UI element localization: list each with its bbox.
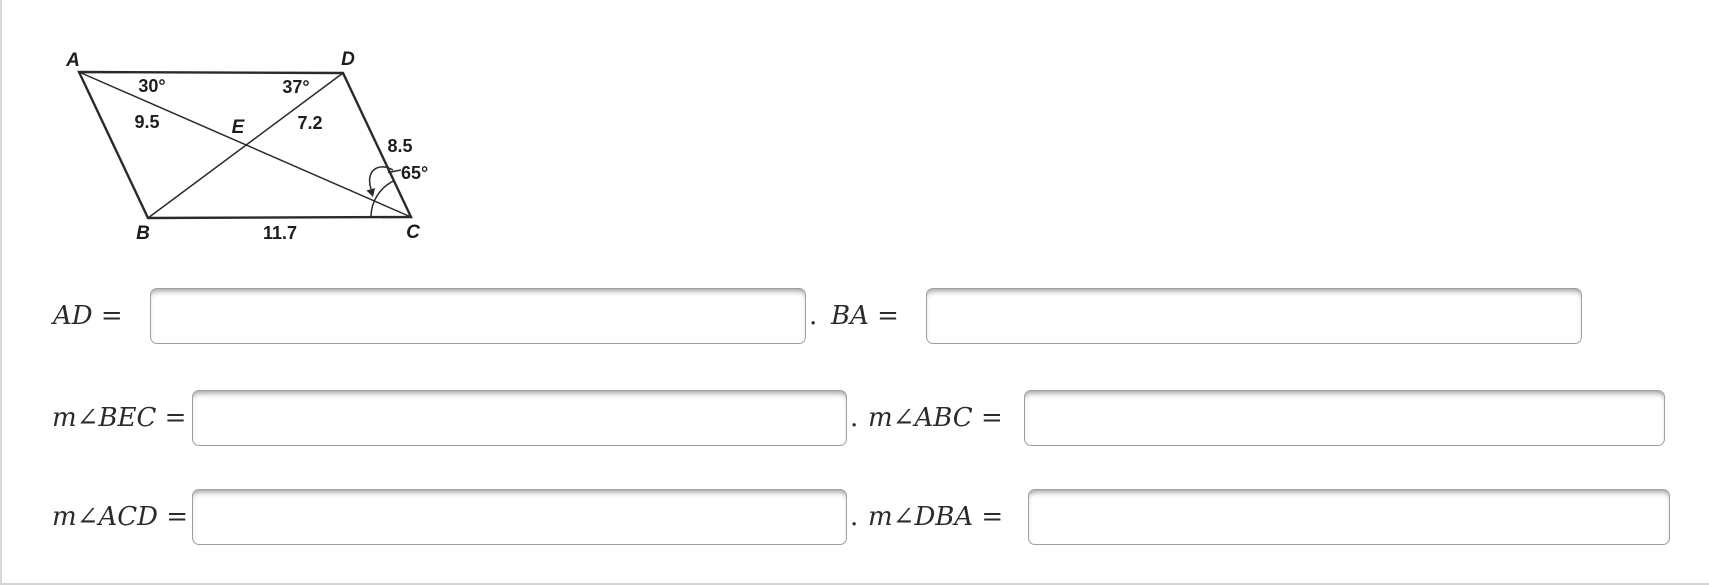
vertex-label-c: C	[406, 222, 420, 243]
separator-period-3: .	[850, 502, 859, 532]
length-label-7-2: 7.2	[297, 113, 322, 133]
length-label-11-7: 11.7	[263, 223, 297, 243]
parallelogram-diagram: A D B C E 30° 37° 9.5 7.2 8.5 65° 11.7	[65, 49, 428, 244]
intersection-label-e: E	[232, 117, 246, 138]
answer-label-ad: AD =	[53, 301, 123, 331]
answer-input-ad[interactable]	[150, 288, 806, 344]
angle-arc-at-c	[370, 180, 395, 218]
answer-label-m-abc: m∠ABC =	[868, 403, 1003, 433]
vertex-label-a: A	[65, 50, 80, 71]
angle-label-leader-line	[387, 169, 402, 174]
diagonal-ac	[78, 71, 412, 218]
angle-arrow-curve	[368, 166, 394, 190]
angle-label-30: 30°	[138, 76, 165, 96]
separator-period-1: .	[809, 301, 818, 331]
answer-label-m-bec: m∠BEC =	[52, 403, 187, 433]
answer-input-dba[interactable]	[1028, 489, 1670, 545]
answer-label-m-dba: m∠DBA =	[868, 502, 1004, 532]
separator-period-2: .	[850, 403, 859, 433]
answer-input-ba[interactable]	[926, 288, 1582, 344]
answer-input-bec[interactable]	[192, 390, 847, 446]
angle-label-37: 37°	[282, 77, 309, 97]
answer-label-m-acd: m∠ACD =	[52, 502, 189, 532]
answer-input-abc[interactable]	[1024, 390, 1665, 446]
vertex-label-b: B	[136, 223, 150, 244]
answer-input-acd[interactable]	[192, 489, 847, 545]
length-label-8-5: 8.5	[387, 136, 412, 156]
answer-label-ba: BA =	[831, 301, 899, 331]
vertex-label-d: D	[341, 49, 355, 70]
angle-label-65: 65°	[401, 163, 428, 183]
length-label-9-5: 9.5	[134, 112, 159, 132]
diagonal-bd	[147, 72, 344, 219]
angle-arrow-head-icon	[366, 188, 375, 197]
